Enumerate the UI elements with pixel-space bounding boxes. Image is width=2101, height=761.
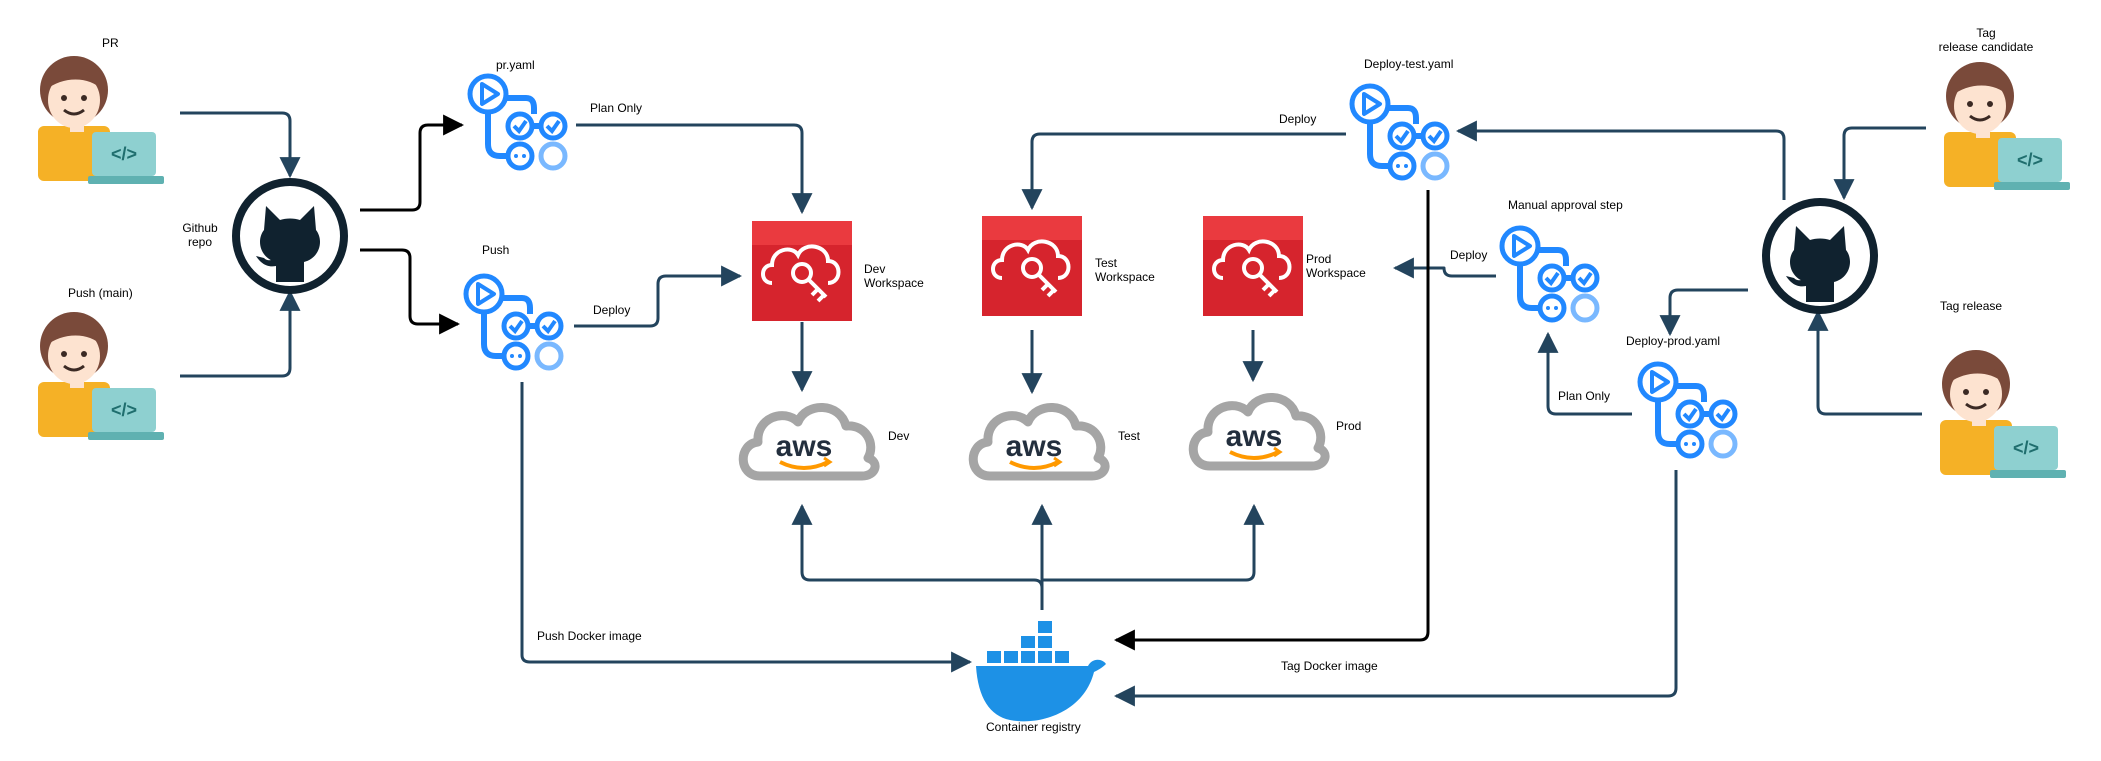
label-tag-docker: Tag Docker image [1281, 659, 1378, 673]
label-manual-approval: Manual approval step [1508, 198, 1623, 212]
pr-yaml-workflow-icon [470, 76, 565, 168]
label-pr-yaml: pr.yaml [496, 58, 535, 72]
label-deploy-2: Deploy [1279, 112, 1317, 126]
developer-pr-icon [36, 54, 166, 186]
label-deploy-1: Deploy [593, 303, 631, 317]
edge-repo2-to-deploy-test [1455, 120, 1786, 200]
label-deploy-test-yaml: Deploy-test.yaml [1364, 57, 1454, 71]
label-test: Test [1118, 429, 1141, 443]
manual-approval-workflow-icon [1502, 228, 1597, 320]
label-plan-only-2: Plan Only [1558, 389, 1611, 403]
label-prod-workspace: Prod Workspace [1306, 252, 1366, 280]
edge-push-to-repo [180, 289, 301, 378]
github-repo-icon [236, 182, 344, 290]
prod-workspace-icon [1201, 214, 1305, 318]
label-test-workspace: Test Workspace [1095, 256, 1155, 284]
label-push: Push [482, 243, 510, 257]
docker-registry-icon [975, 619, 1107, 723]
edge-tag-rc-to-repo2 [1833, 126, 1926, 201]
edge-deploy-test-to-registry [1113, 190, 1430, 651]
aws-test-cloud-icon [973, 407, 1105, 476]
edge-approval-deploy-prod [1392, 257, 1496, 279]
aws-prod-cloud-icon [1193, 397, 1325, 466]
dev-workspace-icon [750, 219, 854, 323]
edge-plan-only-approval [1537, 331, 1632, 416]
developer-push-icon [36, 310, 166, 442]
deploy-prod-workflow-icon [1640, 364, 1735, 456]
label-deploy-3: Deploy [1450, 248, 1488, 262]
edge-tag-docker [1113, 470, 1678, 707]
label-container-registry: Container registry [986, 720, 1081, 734]
label-dev: Dev [888, 429, 910, 443]
developer-tag-rc-icon [1942, 60, 2072, 192]
label-prod: Prod [1336, 419, 1362, 433]
push-workflow-icon [466, 276, 561, 368]
label-push-main: Push (main) [68, 286, 133, 300]
edge-deploy-test [1021, 132, 1346, 211]
edge-pr-to-repo [180, 111, 301, 179]
edge-repo-to-push [360, 248, 461, 335]
edge-push-docker [520, 382, 973, 673]
edge-registry-to-dev [791, 503, 1044, 610]
edge-tag-release-to-repo2 [1807, 309, 1922, 416]
test-workspace-icon [980, 214, 1084, 318]
edge-repo2-to-deploy-prod [1659, 288, 1748, 337]
label-tag-release: Tag release [1940, 299, 2003, 313]
edge-repo-to-pr-yaml [360, 114, 465, 212]
edge-registry-to-prod [1042, 503, 1265, 582]
label-pr: PR [102, 36, 119, 50]
label-push-docker: Push Docker image [537, 629, 642, 643]
label-dev-workspace: Dev Workspace [864, 262, 924, 290]
github-repo-right-icon [1766, 202, 1874, 310]
label-plan-only-1: Plan Only [590, 101, 643, 115]
label-deploy-prod-yaml: Deploy-prod.yaml [1626, 334, 1721, 348]
label-tag-rc: Tag release candidate [1938, 26, 2034, 54]
deploy-test-workflow-icon [1352, 86, 1447, 178]
developer-tag-release-icon [1938, 348, 2068, 480]
edge-plan-only-dev [576, 123, 813, 215]
edge-deploy-dev [574, 265, 743, 328]
label-github-repo: Github repo [182, 221, 218, 249]
aws-dev-cloud-icon [743, 407, 875, 476]
